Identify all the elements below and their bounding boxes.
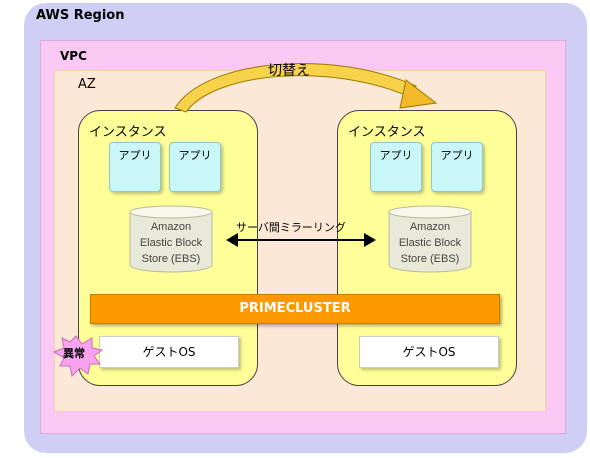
ebs-label-line1: Amazon bbox=[409, 221, 451, 233]
app-box: アプリ bbox=[109, 142, 161, 192]
ebs-volume-left: Amazon Elastic Block Store (EBS) bbox=[129, 205, 213, 273]
availability-zone-label: AZ bbox=[78, 77, 96, 92]
mirroring-double-arrow-icon bbox=[226, 233, 376, 247]
guest-os-left: ゲストOS bbox=[99, 336, 239, 368]
instance-right-label: インスタンス bbox=[348, 125, 426, 140]
cylinder-icon bbox=[129, 205, 213, 273]
ebs-label-line3: Store (EBS) bbox=[141, 253, 201, 265]
fault-label: 異常 bbox=[63, 347, 85, 360]
switchover-arrow-icon bbox=[174, 63, 438, 113]
switchover-label: 切替え bbox=[268, 63, 310, 79]
cylinder-icon bbox=[388, 205, 472, 273]
guest-os-right: ゲストOS bbox=[359, 336, 499, 368]
aws-region-label: AWS Region bbox=[36, 8, 125, 23]
ebs-volume-right: Amazon Elastic Block Store (EBS) bbox=[388, 205, 472, 273]
instance-left-label: インスタンス bbox=[89, 125, 167, 140]
ebs-label-line3: Store (EBS) bbox=[400, 253, 460, 265]
mirroring-label: サーバ間ミラーリング bbox=[236, 221, 346, 234]
app-box: アプリ bbox=[431, 142, 483, 192]
primecluster-bar: PRIMECLUSTER bbox=[90, 294, 500, 324]
ebs-label-line2: Elastic Block bbox=[139, 237, 203, 249]
fault-starburst-icon bbox=[52, 335, 104, 378]
ebs-label-line2: Elastic Block bbox=[398, 237, 462, 249]
vpc-label: VPC bbox=[60, 49, 87, 63]
ebs-label-line1: Amazon bbox=[150, 221, 192, 233]
app-box: アプリ bbox=[370, 142, 422, 192]
app-box: アプリ bbox=[169, 142, 221, 192]
